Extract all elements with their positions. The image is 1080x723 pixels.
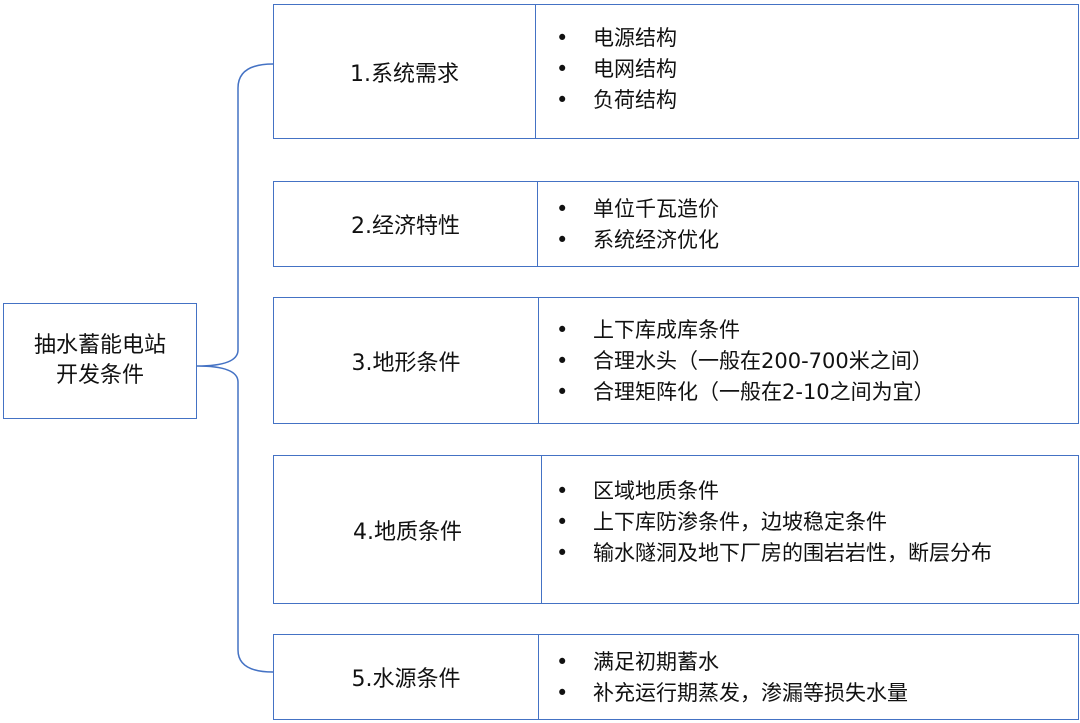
list-item: 满足初期蓄水: [556, 647, 908, 678]
list-item: 电网结构: [556, 54, 677, 85]
root-node: 抽水蓄能电站开发条件: [3, 303, 197, 419]
divider: [538, 298, 539, 423]
root-label-line1: 抽水蓄能电站: [33, 333, 166, 358]
branch-title: 3.地形条件: [351, 350, 461, 376]
list-item: 电源结构: [556, 23, 677, 54]
divider: [541, 456, 542, 603]
branch-title: 4.地质条件: [353, 519, 462, 545]
list-item: 上下库成库条件: [556, 315, 935, 346]
branch-geology: 4.地质条件 区域地质条件 上下库防渗条件，边坡稳定条件 输水隧洞及地下厂房的围…: [273, 455, 1079, 604]
list-item: 合理矩阵化（一般在2-10之间为宜）: [556, 377, 935, 408]
branch-title: 2.经济特性: [351, 214, 460, 239]
branch-economics: 2.经济特性 单位千瓦造价 系统经济优化: [273, 181, 1079, 267]
divider: [535, 5, 536, 138]
root-label-line2: 开发条件: [55, 363, 144, 388]
list-item: 上下库防渗条件，边坡稳定条件: [556, 507, 992, 538]
branch-title: 5.水源条件: [351, 667, 461, 692]
branch-title: 1.系统需求: [350, 61, 459, 87]
list-item: 系统经济优化: [556, 225, 719, 256]
list-item: 输水隧洞及地下厂房的围岩岩性，断层分布: [556, 538, 992, 569]
list-item: 合理水头（一般在200-700米之间）: [556, 346, 935, 377]
list-item: 负荷结构: [556, 85, 677, 116]
branch-system-demand: 1.系统需求 电源结构 电网结构 负荷结构: [273, 4, 1079, 139]
list-item: 补充运行期蒸发，渗漏等损失水量: [556, 678, 908, 709]
branch-terrain: 3.地形条件 上下库成库条件 合理水头（一般在200-700米之间） 合理矩阵化…: [273, 297, 1079, 424]
branch-water-source: 5.水源条件 满足初期蓄水 补充运行期蒸发，渗漏等损失水量: [273, 634, 1079, 720]
list-item: 区域地质条件: [556, 476, 992, 507]
divider: [537, 182, 538, 266]
list-item: 单位千瓦造价: [556, 194, 719, 225]
divider: [538, 635, 539, 719]
